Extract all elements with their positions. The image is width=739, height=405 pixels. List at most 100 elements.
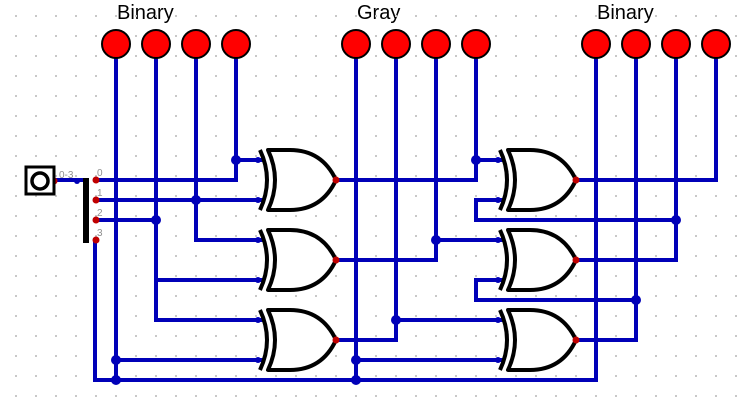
grid-dot bbox=[615, 295, 617, 297]
grid-dot bbox=[235, 235, 237, 237]
grid-dot bbox=[555, 55, 557, 57]
grid-dot bbox=[735, 295, 737, 297]
xor-gate-1[interactable] bbox=[258, 148, 340, 212]
grid-dot bbox=[735, 175, 737, 177]
grid-dot bbox=[155, 395, 157, 397]
grid-dot bbox=[455, 235, 457, 237]
grid-dot bbox=[635, 375, 637, 377]
grid-dot bbox=[715, 255, 717, 257]
grid-dot bbox=[235, 335, 237, 337]
grid-dot bbox=[695, 255, 697, 257]
grid-dot bbox=[535, 135, 537, 137]
grid-dot bbox=[455, 155, 457, 157]
grid-dot bbox=[255, 235, 257, 237]
grid-dot bbox=[195, 295, 197, 297]
grid-dot bbox=[655, 375, 657, 377]
grid-dot bbox=[95, 155, 97, 157]
gray-led-2[interactable] bbox=[421, 29, 451, 59]
grid-dot bbox=[255, 355, 257, 357]
grid-dot bbox=[315, 375, 317, 377]
grid-dot bbox=[455, 255, 457, 257]
grid-dot bbox=[675, 315, 677, 317]
wires bbox=[52, 58, 718, 382]
binary-in-led-0[interactable] bbox=[101, 29, 131, 59]
grid-dot bbox=[115, 395, 117, 397]
binary-out-led-1[interactable] bbox=[621, 29, 651, 59]
grid-dot bbox=[335, 35, 337, 37]
xor-gate-4[interactable] bbox=[498, 148, 580, 212]
grid-dot bbox=[215, 35, 217, 37]
grid-dot bbox=[255, 335, 257, 337]
binary-out-led-0[interactable] bbox=[581, 29, 611, 59]
grid-dot bbox=[495, 195, 497, 197]
grid-dot bbox=[235, 215, 237, 217]
grid-dot bbox=[455, 215, 457, 217]
gray-label: Gray bbox=[357, 2, 401, 24]
grid-dot bbox=[715, 295, 717, 297]
grid-dot bbox=[555, 295, 557, 297]
wire-junction bbox=[671, 215, 681, 225]
grid-dot bbox=[55, 335, 57, 337]
grid-dot bbox=[495, 115, 497, 117]
input-pin[interactable] bbox=[24, 165, 56, 196]
binary-in-led-2[interactable] bbox=[181, 29, 211, 59]
splitter-label-2: 2 bbox=[97, 208, 103, 219]
grid-dot bbox=[515, 215, 517, 217]
grid-dot bbox=[655, 75, 657, 77]
grid-dot bbox=[415, 95, 417, 97]
xor-gate-6[interactable] bbox=[498, 308, 580, 372]
grid-dot bbox=[375, 375, 377, 377]
grid-dot bbox=[455, 55, 457, 57]
grid-dot bbox=[435, 275, 437, 277]
binary-out-led-3[interactable] bbox=[701, 29, 731, 59]
grid-dot bbox=[655, 235, 657, 237]
grid-dot bbox=[255, 315, 257, 317]
grid-dot bbox=[515, 35, 517, 37]
xor-gate-5[interactable] bbox=[498, 228, 580, 292]
grid-dot bbox=[255, 75, 257, 77]
grid-dot bbox=[575, 395, 577, 397]
wire[interactable] bbox=[93, 238, 598, 382]
grid-dot bbox=[475, 235, 477, 237]
binary-out-led-2[interactable] bbox=[661, 29, 691, 59]
grid-dot bbox=[175, 355, 177, 357]
wire[interactable] bbox=[474, 278, 638, 302]
grid-dot bbox=[535, 375, 537, 377]
pin-bit-range: 0-3 bbox=[59, 170, 74, 181]
splitter[interactable] bbox=[83, 178, 89, 243]
grid-dot bbox=[315, 35, 317, 37]
splitter-output-port bbox=[92, 236, 100, 244]
grid-dot bbox=[655, 175, 657, 177]
grid-dot bbox=[175, 135, 177, 137]
grid-dot bbox=[175, 375, 177, 377]
grid-dot bbox=[215, 255, 217, 257]
grid-dot bbox=[315, 75, 317, 77]
grid-dot bbox=[375, 395, 377, 397]
grid-dot bbox=[615, 355, 617, 357]
wire[interactable] bbox=[474, 198, 678, 222]
grid-dot bbox=[375, 355, 377, 357]
grid-dot bbox=[615, 195, 617, 197]
binary-in-led-1[interactable] bbox=[141, 29, 171, 59]
grid-dot bbox=[455, 15, 457, 17]
grid-dot bbox=[735, 155, 737, 157]
wire[interactable] bbox=[574, 58, 678, 262]
gray-led-1[interactable] bbox=[381, 29, 411, 59]
grid-dot bbox=[315, 295, 317, 297]
grid-dot bbox=[15, 35, 17, 37]
grid-dot bbox=[415, 275, 417, 277]
xor-gate-2[interactable] bbox=[258, 228, 340, 292]
gray-led-3[interactable] bbox=[461, 29, 491, 59]
grid-dot bbox=[375, 315, 377, 317]
gray-led-0[interactable] bbox=[341, 29, 371, 59]
grid-dot bbox=[615, 215, 617, 217]
grid-dot bbox=[455, 395, 457, 397]
xor-gate-3[interactable] bbox=[258, 308, 340, 372]
wire[interactable] bbox=[574, 58, 718, 182]
grid-dot bbox=[395, 375, 397, 377]
binary-in-led-3[interactable] bbox=[221, 29, 251, 59]
grid-dot bbox=[535, 55, 537, 57]
grid-dot bbox=[475, 375, 477, 377]
grid-dot bbox=[135, 395, 137, 397]
